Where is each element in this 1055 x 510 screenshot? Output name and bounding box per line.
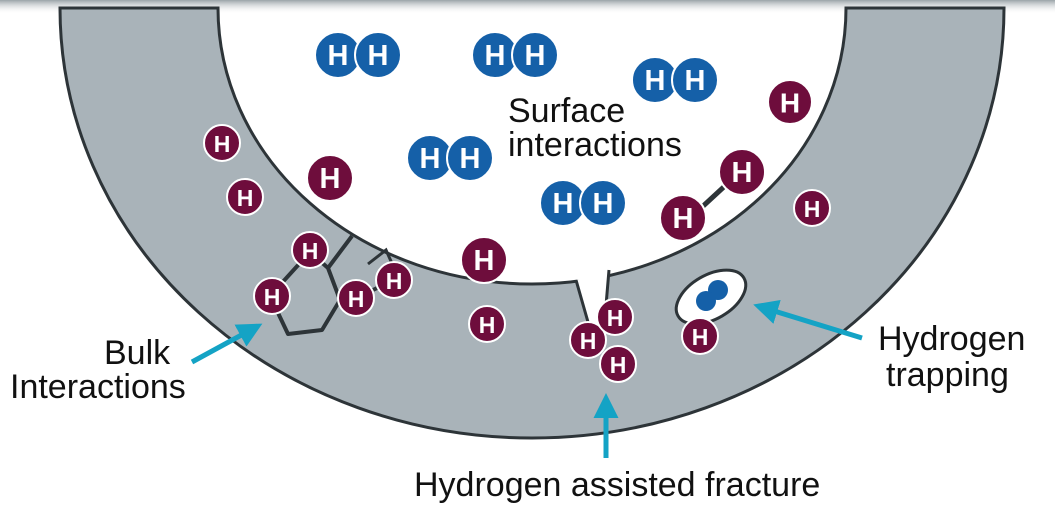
atom-symbol: H (368, 40, 389, 72)
arrow-trapping (753, 299, 863, 341)
atom-symbol: H (593, 188, 614, 220)
h2-atom: H (579, 179, 627, 227)
h-atom: H (767, 79, 813, 125)
h2-atom: H (539, 179, 587, 227)
h2-atom: H (511, 31, 559, 79)
pipe-wall (58, 6, 1006, 440)
h-atom: H (659, 194, 707, 242)
h-atom: H (253, 277, 291, 315)
bulk-label-line1: Bulk (104, 334, 171, 372)
h2-atom: H (406, 134, 454, 182)
trapped-h2-molecule (696, 280, 728, 311)
atom-symbol: H (348, 286, 365, 312)
atom-symbol: H (386, 268, 403, 294)
atom-symbol: H (328, 40, 349, 72)
h-atom: H (569, 321, 607, 359)
arrow-bulk (190, 323, 263, 365)
atom-symbol: H (320, 163, 341, 195)
h-atom: H (337, 279, 375, 317)
h-atom: H (306, 154, 354, 202)
atom-symbol: H (264, 284, 281, 310)
atom-symbol: H (553, 188, 574, 220)
surface-label-line1: Surface (508, 92, 625, 130)
h-atom: H (596, 298, 634, 336)
atom-symbol: H (525, 40, 546, 72)
atom-symbol: H (645, 65, 666, 97)
h-atom: H (226, 178, 264, 216)
atom-symbol: H (673, 203, 694, 235)
h-atom: H (681, 317, 719, 355)
fracture-label: Hydrogen assisted fracture (414, 466, 820, 504)
atom-symbol: H (485, 40, 506, 72)
h-atom: H (203, 124, 241, 162)
h2-atom: H (446, 134, 494, 182)
atom-symbol: H (302, 238, 319, 264)
h-atom: H (793, 189, 831, 227)
h2-atom: H (354, 31, 402, 79)
atom-symbol: H (580, 328, 597, 354)
h-atom: H (468, 305, 506, 343)
h-h-bond (699, 182, 729, 210)
top-shadow (0, 0, 1055, 14)
atom-symbol: H (479, 312, 496, 338)
trapping-label-line2: trapping (886, 356, 1009, 394)
atom-symbol: H (214, 131, 231, 157)
atom-symbol: H (804, 196, 821, 222)
h-atom: H (375, 261, 413, 299)
atom-symbol: H (685, 65, 706, 97)
h-atom: H (599, 345, 637, 383)
atom-symbol: H (780, 88, 800, 119)
atom-symbol: H (610, 352, 627, 378)
atom-symbol: H (237, 185, 254, 211)
trapping-label-line1: Hydrogen (878, 320, 1025, 358)
h2-atom: H (671, 56, 719, 104)
atom-symbol: H (474, 245, 495, 277)
bulk-label-line2: Interactions (10, 368, 186, 406)
atom-symbol: H (732, 157, 753, 189)
atom-symbol: H (460, 143, 481, 175)
h-atom: H (718, 148, 766, 196)
h-atom: H (460, 236, 508, 284)
surface-label-line2: interactions (508, 126, 682, 164)
atom-symbol: H (692, 324, 709, 350)
h-atom: H (291, 231, 329, 269)
atom-symbol: H (420, 143, 441, 175)
atom-symbol: H (607, 305, 624, 331)
